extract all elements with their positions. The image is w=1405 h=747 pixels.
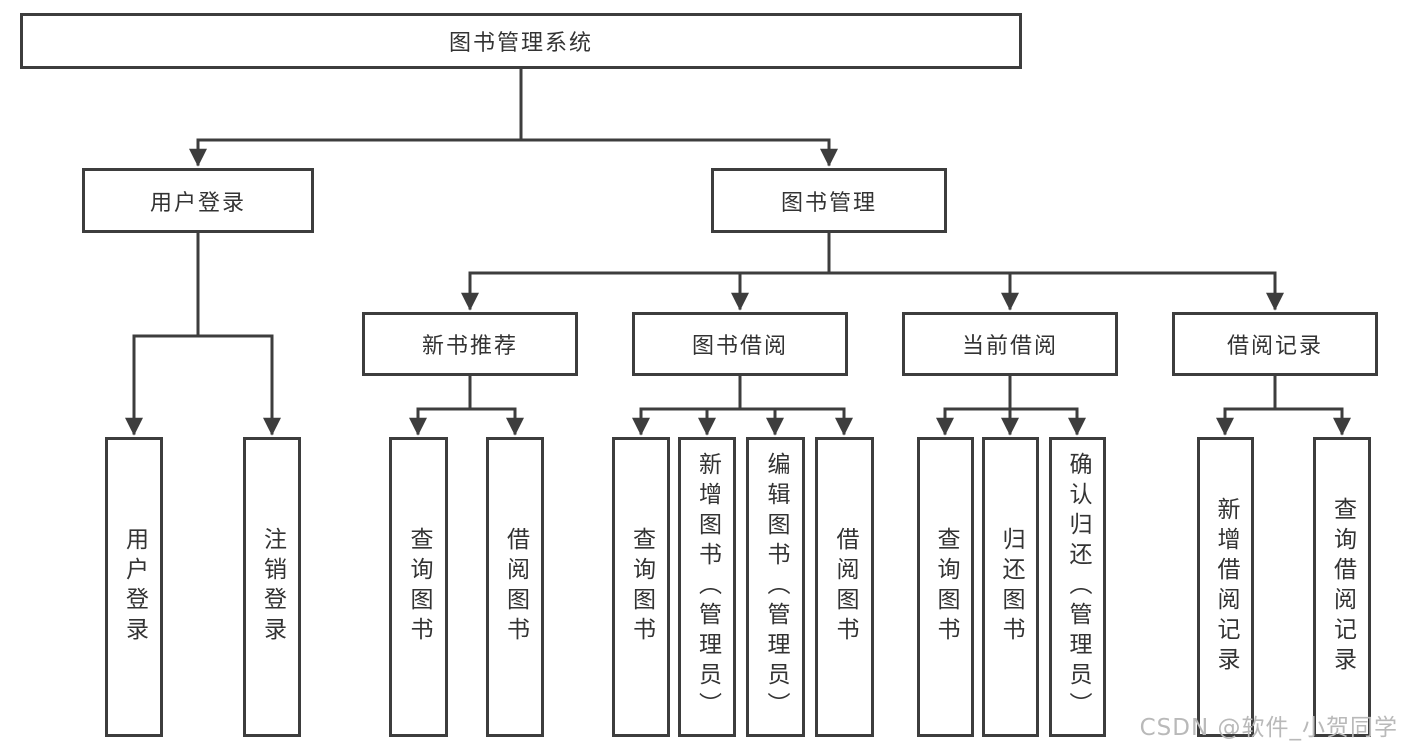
node-user-login: 用户登录 [82,168,314,233]
connector-root [189,66,838,167]
node-book-borrow-label: 图书借阅 [691,334,788,359]
leaf-recommend-borrow-books-label: 借阅图书 [502,527,529,647]
leaf-borrow-query-books-label: 查询图书 [628,527,655,647]
leaf-recommend-query-books-label: 查询图书 [406,527,432,647]
connector-book-management [461,231,1284,311]
node-current-borrow-label: 当前借阅 [961,334,1058,359]
leaf-confirm-return-admin: 确认归还（管理员） [1049,437,1106,737]
leaf-borrow-book: 借阅图书 [815,437,874,737]
node-root-label: 图书管理系统 [448,31,593,56]
node-new-book-recommend: 新书推荐 [362,312,578,376]
leaf-recommend-query-books: 查询图书 [389,437,448,737]
leaf-return-book: 归还图书 [982,437,1039,737]
connector-user-login [125,231,281,436]
node-user-login-label: 用户登录 [149,190,246,216]
connector-borrow-records [1216,374,1351,436]
leaf-recommend-borrow-books: 借阅图书 [486,437,544,737]
leaf-confirm-return-admin-label: 确认归还（管理员） [1065,452,1091,722]
leaf-logout-label: 注销登录 [259,527,286,647]
leaf-add-borrow-record: 新增借阅记录 [1197,437,1254,737]
node-borrow-records: 借阅记录 [1172,312,1378,376]
connector-new-book-recommend [409,374,524,436]
connector-current-borrow [936,374,1086,436]
leaf-logout: 注销登录 [243,437,301,737]
leaf-borrow-query-books: 查询图书 [612,437,670,737]
node-root: 图书管理系统 [20,13,1022,69]
node-new-book-recommend-label: 新书推荐 [421,334,518,359]
leaf-edit-book-admin-label: 编辑图书（管理员） [763,452,789,722]
leaf-current-query-books-label: 查询图书 [933,527,959,647]
leaf-return-book-label: 归还图书 [998,527,1024,647]
node-borrow-records-label: 借阅记录 [1226,334,1323,359]
leaf-add-borrow-record-label: 新增借阅记录 [1213,497,1239,677]
leaf-edit-book-admin: 编辑图书（管理员） [746,437,805,737]
connector-book-borrow [632,374,853,436]
node-book-borrow: 图书借阅 [632,312,848,376]
leaf-query-borrow-record-label: 查询借阅记录 [1329,497,1356,677]
node-book-management: 图书管理 [711,168,947,233]
leaf-borrow-book-label: 借阅图书 [832,527,858,647]
leaf-current-query-books: 查询图书 [917,437,974,737]
leaf-query-borrow-record: 查询借阅记录 [1313,437,1371,737]
leaf-add-book-admin: 新增图书（管理员） [678,437,736,737]
node-book-management-label: 图书管理 [780,190,877,216]
node-current-borrow: 当前借阅 [902,312,1118,376]
leaf-user-login: 用户登录 [105,437,163,737]
leaf-add-book-admin-label: 新增图书（管理员） [694,452,721,722]
leaf-user-login-label: 用户登录 [121,527,148,647]
